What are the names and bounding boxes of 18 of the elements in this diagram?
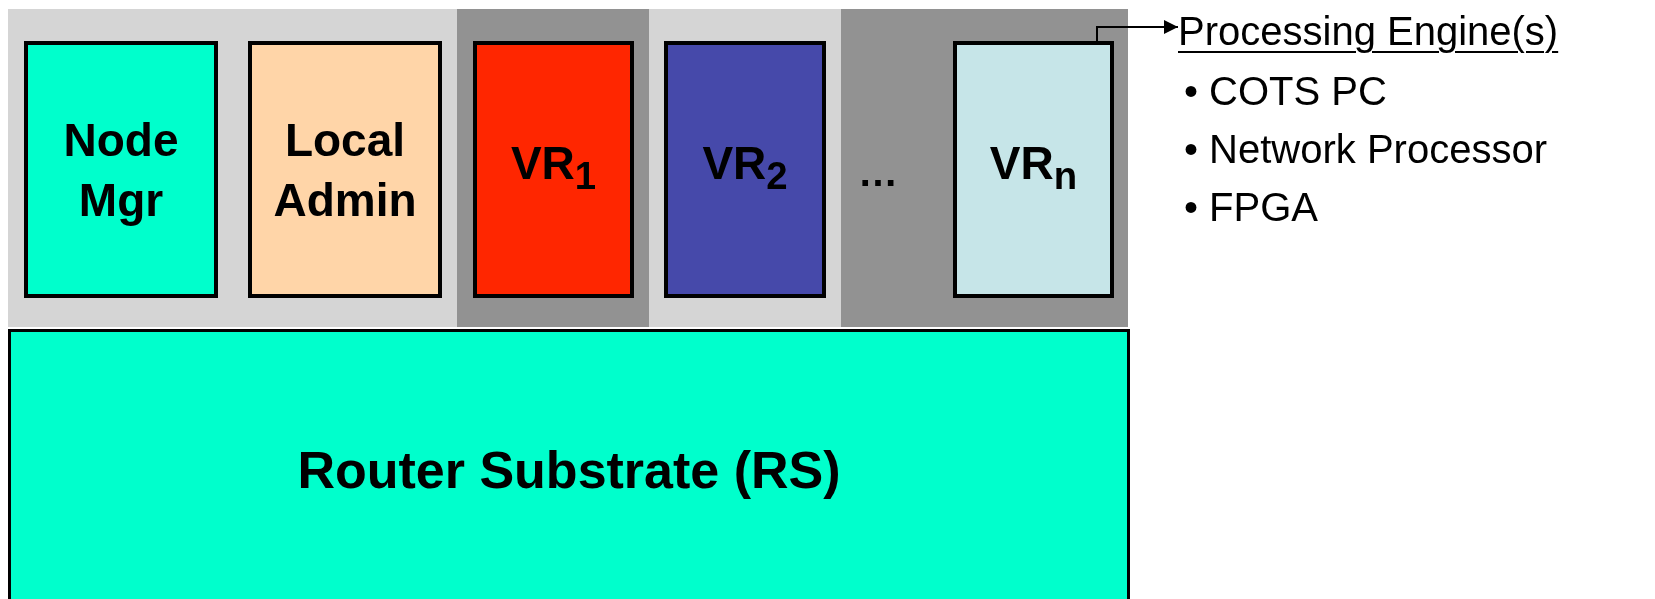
box-label: VR$_{n}$	[989, 135, 1078, 200]
component-box	[248, 41, 442, 298]
box-label: VR$_{2}$	[702, 135, 788, 200]
arrow	[1096, 20, 1179, 42]
box-label: Local Admin	[272, 112, 418, 228]
box-label: VR$_{1}$	[510, 135, 597, 200]
heading: Processing Engine(s)	[1178, 8, 1559, 55]
bullet-item: • FPGA	[1184, 184, 1320, 231]
box-label: Node Mgr	[62, 112, 180, 228]
bullet-item: • COTS PC	[1184, 68, 1388, 115]
component-box	[473, 41, 634, 298]
substrate-block	[8, 329, 1130, 599]
component-box	[664, 41, 826, 298]
component-box	[953, 41, 1114, 298]
ellipsis-label: …	[858, 150, 898, 195]
bullet-item: • Network Processor	[1184, 126, 1548, 173]
box-label: Router Substrate (RS)	[297, 440, 841, 500]
component-box	[24, 41, 218, 298]
